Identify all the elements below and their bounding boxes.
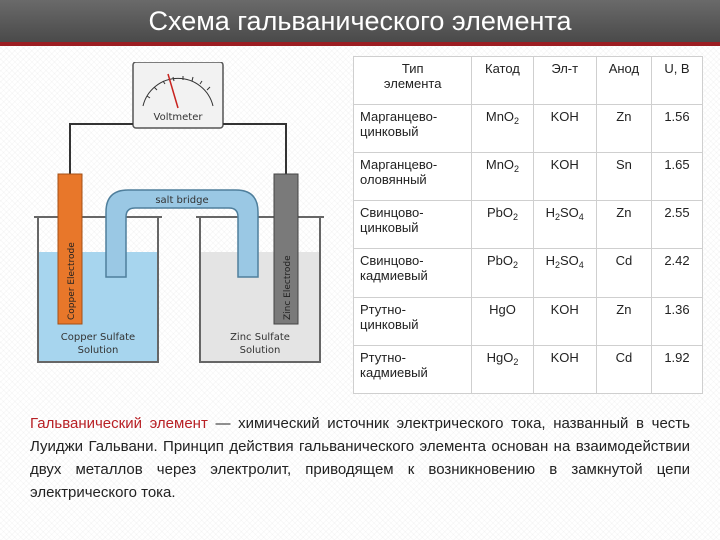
copper-solution-label-1: Copper Sulfate xyxy=(61,332,135,343)
cell-anode: Cd xyxy=(595,248,652,298)
cell-electrolyte: H2SO4 xyxy=(532,248,597,298)
zinc-solution xyxy=(200,252,320,362)
cell-voltage: 1.36 xyxy=(650,296,704,346)
voltmeter-needle xyxy=(167,73,179,109)
zinc-electrode-label: Zinc Electrode xyxy=(283,255,293,320)
cell-types-table-wrap: Тип элемента Катод Эл-т Анод U, В Марган… xyxy=(352,56,704,395)
salt-bridge-tube xyxy=(105,189,259,278)
voltmeter-scale-ticks xyxy=(146,76,211,99)
cell-anode: Zn xyxy=(595,200,652,250)
galvanic-cell-svg: Voltmeter Copper Sulfate Solution Zinc S… xyxy=(34,62,324,363)
description: Гальванический элемент — химический исто… xyxy=(30,412,690,504)
page-title: Схема гальванического элемента xyxy=(148,5,572,36)
cell-cathode: MnO2 xyxy=(471,103,534,154)
cell-type-name: Свинцово-цинковый xyxy=(352,200,473,250)
zinc-solution-label-1: Zinc Sulfate xyxy=(230,332,290,343)
galvanic-cell-diagram: Voltmeter Copper Sulfate Solution Zinc S… xyxy=(30,62,332,380)
copper-electrode-label: Copper Electrode xyxy=(67,242,77,320)
wire-left xyxy=(69,123,133,174)
cell-anode: Cd xyxy=(595,344,652,395)
description-term: Гальванический элемент xyxy=(30,415,208,432)
copper-electrode-bar xyxy=(57,173,83,325)
beaker-left: Copper Sulfate Solution xyxy=(34,216,162,363)
cell-electrolyte: KOH xyxy=(532,103,597,154)
beaker-left-outline xyxy=(37,217,159,363)
cell-type-name: Марганцево-оловянный xyxy=(352,152,473,202)
table-header-row: Тип элемента Катод Эл-т Анод U, В xyxy=(352,56,704,105)
cell-anode: Zn xyxy=(595,103,652,154)
cell-electrolyte: KOH xyxy=(532,344,597,395)
header-type: Тип элемента xyxy=(352,56,473,105)
salt-bridge: salt bridge xyxy=(105,189,259,278)
header-anode: Анод xyxy=(595,56,652,105)
voltmeter-body xyxy=(132,62,224,129)
cell-electrolyte: KOH xyxy=(532,296,597,346)
cell-cathode: MnO2 xyxy=(471,152,534,202)
voltmeter-label: Voltmeter xyxy=(154,112,204,123)
cell-voltage: 1.92 xyxy=(650,344,704,395)
zinc-solution-label-2: Solution xyxy=(240,345,281,356)
header-voltage: U, В xyxy=(650,56,704,105)
cell-type-name: Марганцево-цинковый xyxy=(352,103,473,154)
cell-anode: Zn xyxy=(595,296,652,346)
voltmeter: Voltmeter xyxy=(132,62,224,129)
cell-voltage: 1.65 xyxy=(650,152,704,202)
voltmeter-scale-arc xyxy=(142,77,214,107)
beaker-right: Zinc Sulfate Solution xyxy=(196,216,324,363)
description-text: — химический источник электрического ток… xyxy=(30,415,690,501)
cell-electrolyte: H2SO4 xyxy=(532,200,597,250)
wire-right xyxy=(223,123,287,174)
cell-voltage: 2.42 xyxy=(650,248,704,298)
cell-voltage: 2.55 xyxy=(650,200,704,250)
cell-type-name: Ртутно-цинковый xyxy=(352,296,473,346)
cell-cathode: HgO xyxy=(471,296,534,346)
cell-cathode: PbO2 xyxy=(471,248,534,298)
copper-electrode: Copper Electrode xyxy=(57,173,83,325)
zinc-electrode-bar xyxy=(273,173,299,325)
header-electrolyte: Эл-т xyxy=(532,56,597,105)
cell-type-name: Ртутно-кадмиевый xyxy=(352,344,473,395)
header-cathode: Катод xyxy=(471,56,534,105)
wires xyxy=(69,123,287,174)
beaker-right-outline xyxy=(199,217,321,363)
cell-type-name: Свинцово-кадмиевый xyxy=(352,248,473,298)
salt-bridge-label: salt bridge xyxy=(155,195,208,206)
cell-types-table: Тип элемента Катод Эл-т Анод U, В Марган… xyxy=(352,56,704,395)
cell-cathode: PbO2 xyxy=(471,200,534,250)
cell-cathode: HgO2 xyxy=(471,344,534,395)
zinc-electrode: Zinc Electrode xyxy=(273,173,299,325)
title-bar: Схема гальванического элемента xyxy=(0,0,720,46)
copper-solution-label-2: Solution xyxy=(78,345,119,356)
cell-anode: Sn xyxy=(595,152,652,202)
cell-electrolyte: KOH xyxy=(532,152,597,202)
cell-voltage: 1.56 xyxy=(650,103,704,154)
